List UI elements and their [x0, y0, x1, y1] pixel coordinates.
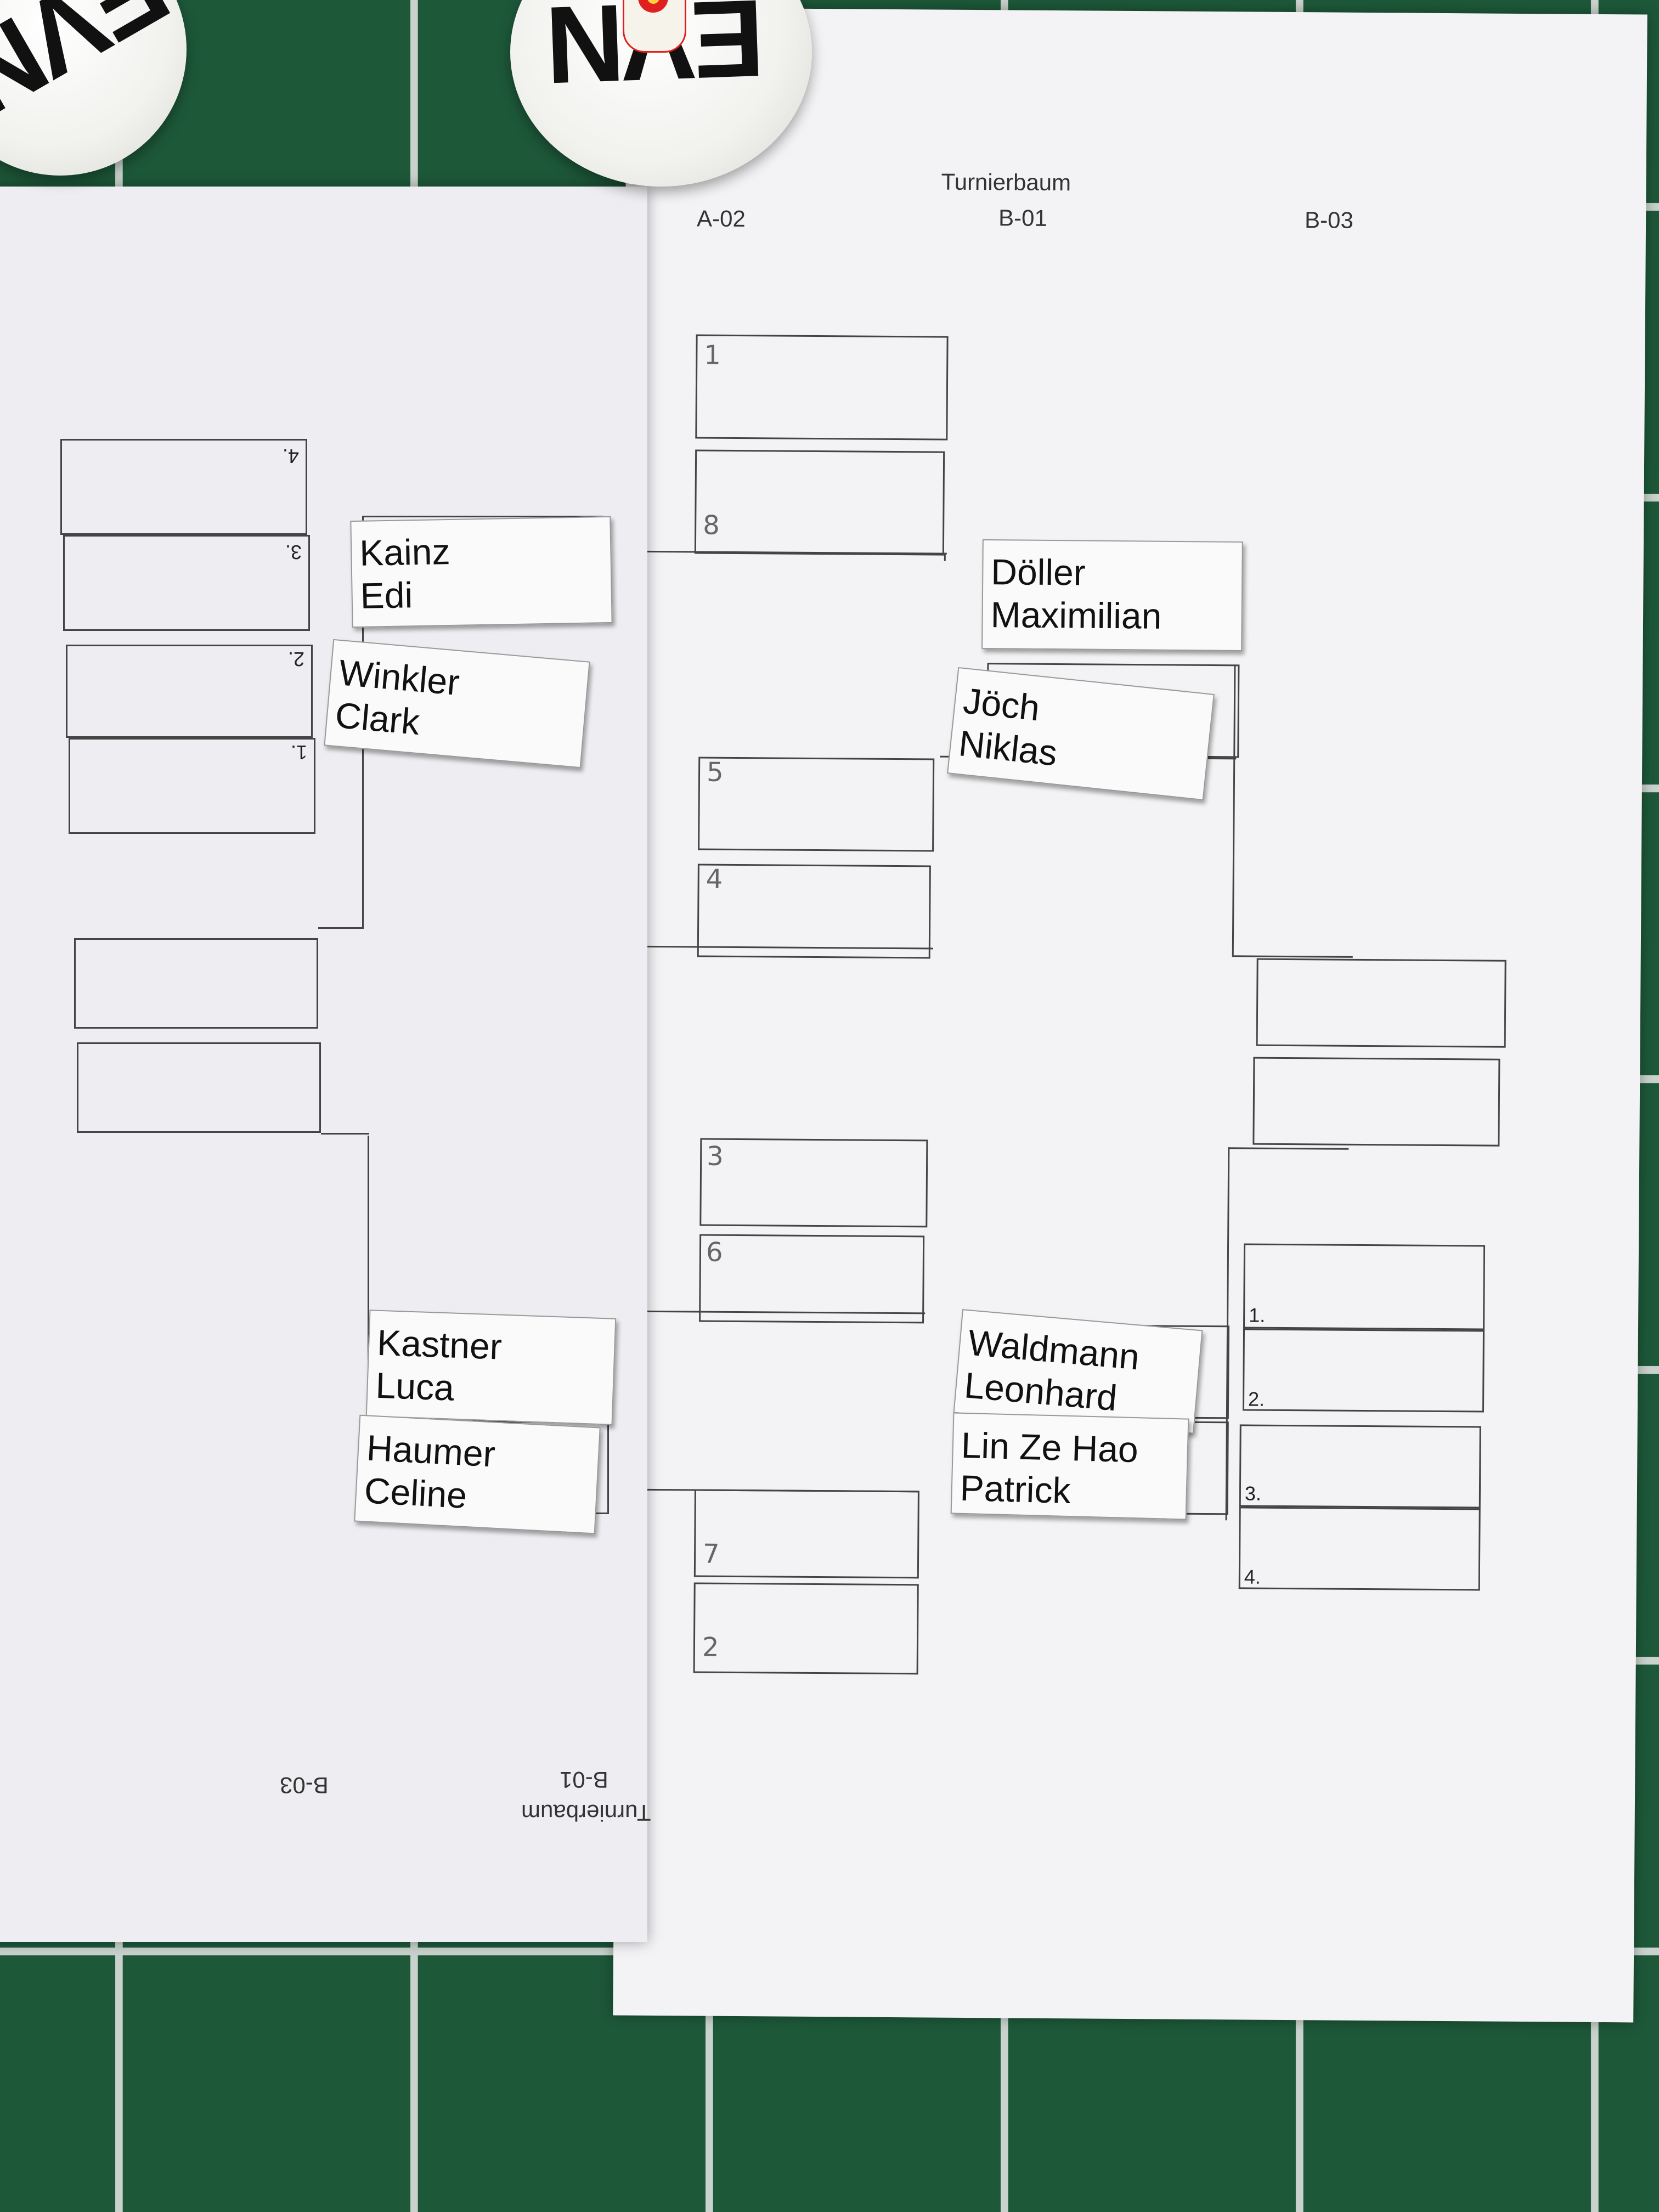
player-card: Kastner Luca — [365, 1310, 617, 1425]
placement-slot — [66, 645, 313, 738]
player-surname: Lin Ze Hao — [960, 1424, 1139, 1470]
placement-rank: 3. — [285, 541, 302, 563]
placement-slot — [1239, 1424, 1481, 1509]
match-slot — [74, 938, 318, 1029]
bracket-connector — [368, 1136, 369, 1465]
match-slot — [699, 1234, 925, 1324]
column-header-b01: B-01 — [998, 205, 1048, 231]
seed-number: 5 — [706, 757, 724, 788]
seed-number: 3 — [706, 1141, 724, 1172]
placement-rank: 3. — [1244, 1482, 1262, 1505]
placement-rank: 2. — [288, 648, 305, 670]
match-slot — [695, 334, 949, 441]
placement-rank: 2. — [1248, 1387, 1265, 1410]
match-slot — [693, 1489, 919, 1579]
match-slot — [1252, 1057, 1500, 1147]
placement-rank: 1. — [291, 741, 308, 764]
match-slot — [693, 1582, 919, 1675]
seed-number: 7 — [702, 1538, 720, 1570]
match-slot — [694, 449, 945, 556]
flipped-column-header-b01: B-01 — [560, 1767, 608, 1793]
seed-number: 4 — [706, 864, 723, 895]
bracket-sheet-left: 4. 3. 2. 1. B-03 B-01 Turnierbaum — [0, 187, 651, 1942]
placement-slot — [69, 738, 315, 834]
bracket-connector — [1228, 1147, 1349, 1150]
column-header-a02: A-02 — [696, 205, 746, 232]
column-header-b03: B-03 — [1304, 207, 1354, 233]
seed-number: 2 — [702, 1632, 719, 1663]
match-slot — [699, 1138, 928, 1228]
placement-rank: 4. — [1244, 1565, 1261, 1588]
match-slot — [697, 864, 931, 959]
player-card: Lin Ze Hao Patrick — [950, 1412, 1189, 1520]
sheet-title: Turnierbaum — [941, 168, 1071, 196]
placement-slot — [60, 439, 307, 535]
seed-number: 8 — [703, 510, 720, 541]
player-card: Döller Maximilian — [981, 539, 1243, 652]
flipped-column-header-b03: B-03 — [280, 1773, 329, 1798]
evn-logo: EVN — [0, 0, 188, 138]
placement-slot — [1242, 1328, 1485, 1413]
flower-cup-icon — [623, 0, 686, 53]
bracket-connector — [1232, 955, 1353, 958]
match-slot — [698, 757, 935, 852]
player-firstname: Patrick — [959, 1467, 1071, 1511]
player-firstname: Luca — [375, 1364, 455, 1408]
bracket-connector — [318, 927, 364, 929]
bracket-sheet-right: Turnierbaum A-02 B-01 B-03 1 8 5 4 3 6 7… — [613, 7, 1647, 2023]
placement-slot — [63, 535, 310, 631]
player-surname: Döller — [991, 551, 1086, 593]
player-firstname: Edi — [360, 574, 413, 616]
player-card: Winkler Clark — [324, 639, 590, 769]
placement-rank: 4. — [283, 445, 300, 467]
player-card: Haumer Celine — [354, 1414, 601, 1534]
match-slot — [77, 1042, 321, 1133]
placement-slot — [1238, 1506, 1481, 1591]
match-slot — [1256, 958, 1506, 1048]
placement-rank: 1. — [1249, 1304, 1266, 1327]
player-surname: Kainz — [359, 531, 451, 573]
player-surname: Kastner — [376, 1322, 503, 1367]
flipped-sheet-title: Turnierbaum — [521, 1800, 651, 1826]
bracket-connector — [321, 1133, 369, 1135]
player-card: Kainz Edi — [350, 516, 613, 628]
placement-slot — [1243, 1243, 1486, 1330]
player-firstname: Maximilian — [990, 594, 1162, 636]
seed-number: 6 — [706, 1237, 723, 1268]
seed-number: 1 — [704, 340, 721, 371]
